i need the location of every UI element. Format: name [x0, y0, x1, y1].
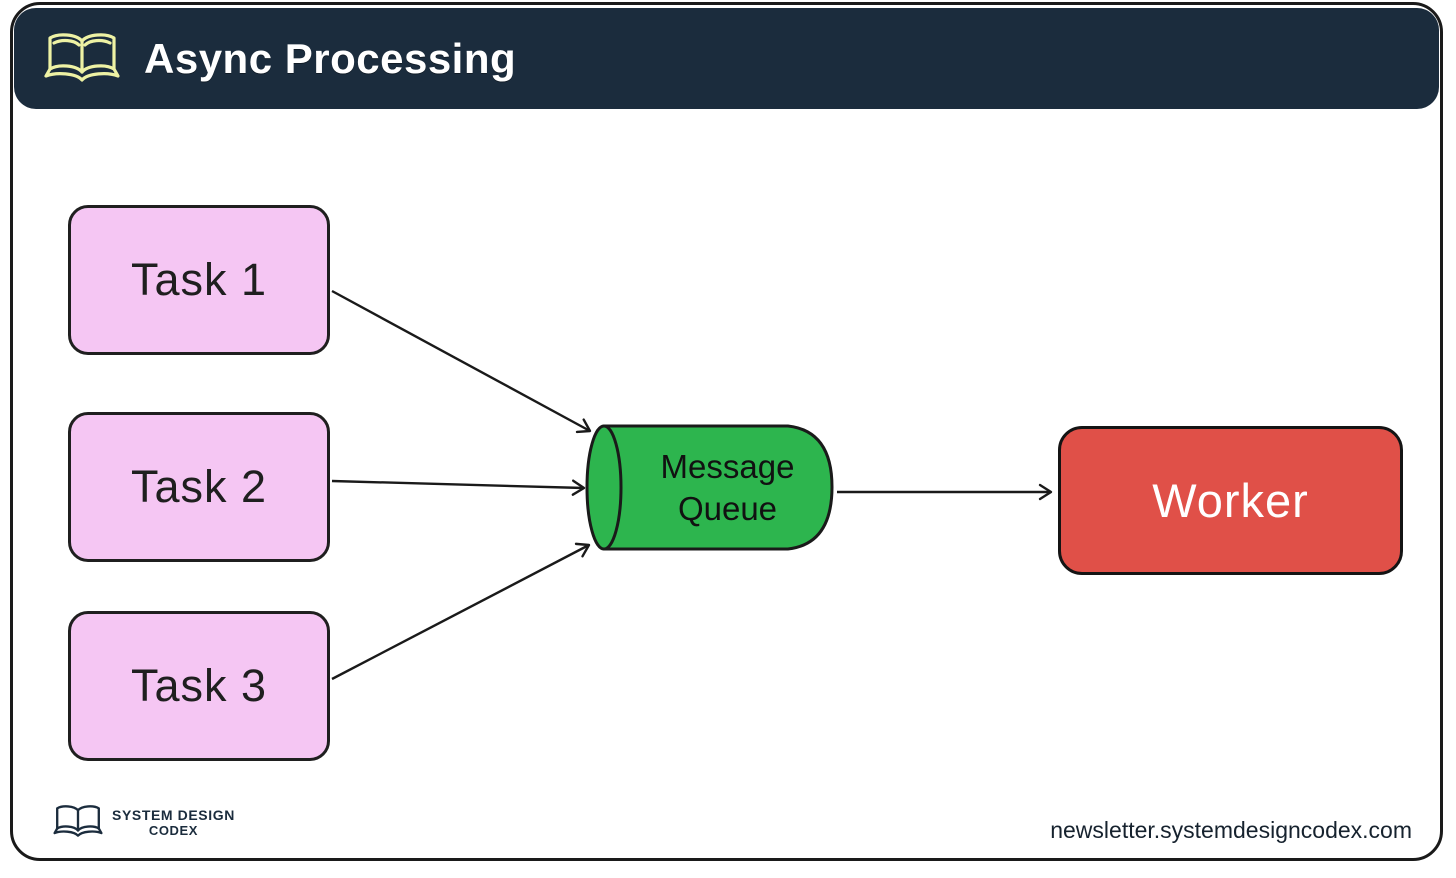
header-bar: Async Processing [14, 8, 1439, 109]
brand-book-icon [53, 805, 103, 837]
newsletter-url: newsletter.systemdesigncodex.com [1050, 817, 1412, 843]
brand-logo: SYSTEM DESIGN CODEX [52, 800, 235, 844]
open-book-icon [44, 32, 120, 82]
node-task-3: Task 3 [68, 611, 330, 761]
brand-name-line1: SYSTEM DESIGN [112, 806, 235, 823]
task-label: Task 3 [130, 660, 268, 711]
task-label: Task 1 [130, 254, 268, 305]
node-task-2: Task 2 [68, 412, 330, 562]
task-label: Task 2 [130, 461, 268, 512]
brand-name: SYSTEM DESIGN CODEX [112, 807, 235, 838]
message-queue-label: Message Queue [660, 448, 795, 527]
brand-name-line2: CODEX [148, 822, 199, 838]
worker-label: Worker [1152, 474, 1309, 527]
node-worker: Worker [1058, 426, 1403, 575]
page-title: Async Processing [144, 34, 517, 82]
node-task-1: Task 1 [68, 205, 330, 355]
